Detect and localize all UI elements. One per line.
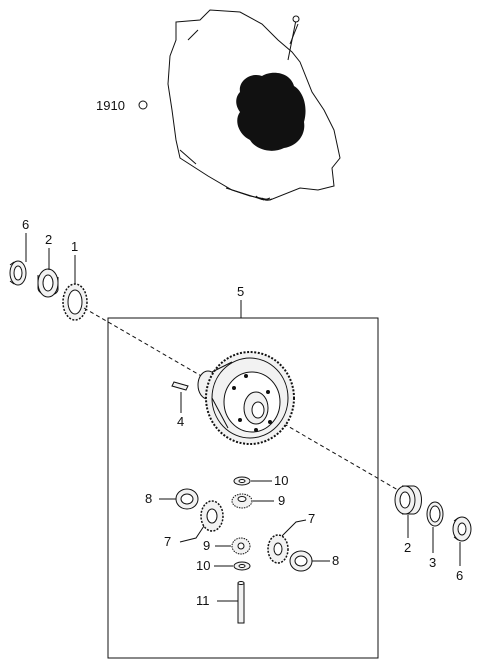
svg-text:8: 8 bbox=[332, 553, 339, 568]
svg-text:7: 7 bbox=[308, 511, 315, 526]
side-gear-7-left: 7 bbox=[164, 500, 224, 549]
svg-text:8: 8 bbox=[145, 491, 152, 506]
svg-text:2: 2 bbox=[404, 540, 411, 555]
ring-gear-1 bbox=[62, 283, 88, 321]
tapered-bearing-left bbox=[37, 268, 59, 298]
oil-seal-left bbox=[9, 260, 27, 286]
svg-text:10: 10 bbox=[274, 473, 288, 488]
thrust-washer-10-lower: 10 bbox=[196, 558, 251, 573]
callout-1: 1 bbox=[71, 239, 78, 284]
svg-text:4: 4 bbox=[177, 414, 184, 429]
svg-text:9: 9 bbox=[278, 493, 285, 508]
oil-seal-right: 6 bbox=[452, 516, 472, 583]
svg-text:3: 3 bbox=[429, 555, 436, 570]
callout-6-left: 6 bbox=[22, 217, 29, 262]
svg-text:10: 10 bbox=[196, 558, 210, 573]
assembly-box bbox=[107, 317, 379, 659]
pinion-gear-9-upper: 9 bbox=[231, 493, 285, 509]
callout-1910: 1910 bbox=[96, 98, 148, 113]
side-washer-8-right: 8 bbox=[289, 550, 339, 572]
thrust-washer-10-upper: 10 bbox=[233, 473, 288, 488]
side-washer-8-left: 8 bbox=[145, 488, 199, 510]
svg-text:11: 11 bbox=[196, 593, 210, 608]
pinion-shaft-11: 11 bbox=[196, 581, 245, 624]
svg-text:7: 7 bbox=[164, 534, 171, 549]
svg-text:2: 2 bbox=[45, 232, 52, 247]
tapered-bearing-right: 2 bbox=[394, 485, 422, 555]
side-gear-7-right: 7 bbox=[267, 511, 315, 564]
transaxle-case-illustration bbox=[167, 9, 341, 201]
callout-2-left: 2 bbox=[45, 232, 52, 270]
svg-text:6: 6 bbox=[456, 568, 463, 583]
pinion-gear-9-lower: 9 bbox=[203, 537, 251, 555]
svg-text:9: 9 bbox=[203, 538, 210, 553]
svg-text:5: 5 bbox=[237, 284, 244, 299]
callout-5: 5 bbox=[237, 284, 244, 318]
pin-4: 4 bbox=[171, 381, 189, 429]
differential-housing-shape bbox=[236, 72, 306, 151]
svg-text:6: 6 bbox=[22, 217, 29, 232]
svg-text:1910: 1910 bbox=[96, 98, 125, 113]
svg-text:1: 1 bbox=[71, 239, 78, 254]
differential-case-5 bbox=[197, 351, 295, 445]
shim-3: 3 bbox=[426, 501, 444, 570]
assembly-axis-line bbox=[83, 307, 399, 491]
